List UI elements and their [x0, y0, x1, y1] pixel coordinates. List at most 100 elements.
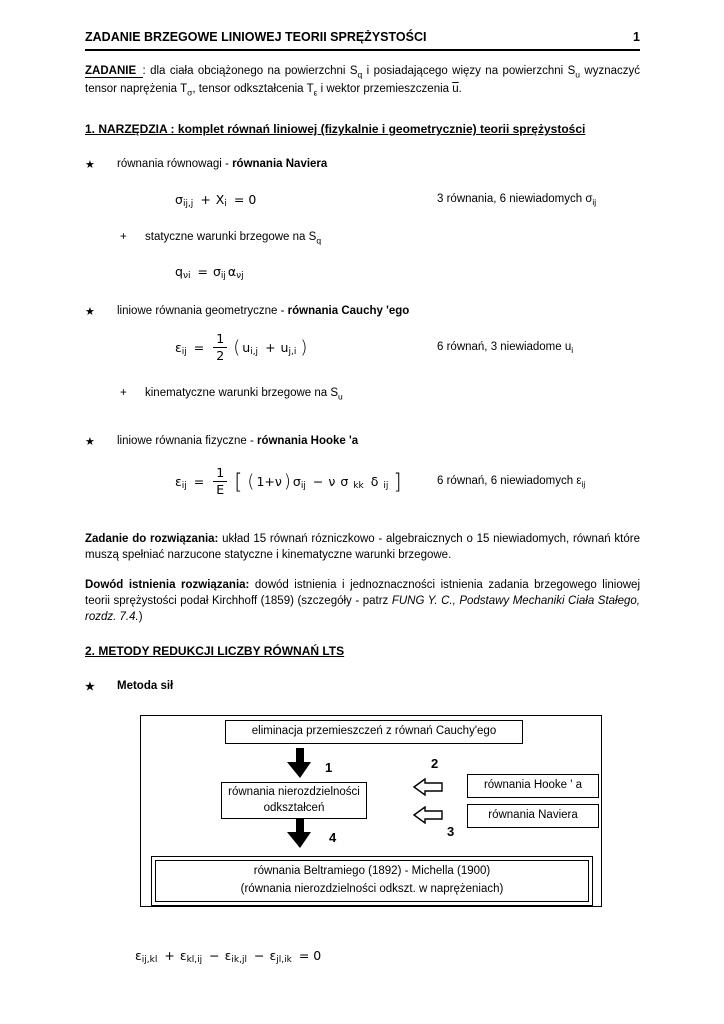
subscript: u [338, 391, 343, 402]
text-run-bold: równania Naviera [232, 158, 328, 171]
denominator: 2 [216, 348, 225, 364]
eq-term: ε [135, 948, 142, 964]
equation-note: 6 równań, 6 niewiadomych εij [437, 474, 585, 488]
text-run: statyczne warunki brzegowe na [145, 231, 309, 244]
text-run: i posiadającego więzy na powierzchni [362, 65, 568, 77]
document-title: ZADANIE BRZEGOWE LINIOWEJ TEORII SPRĘŻYS… [85, 30, 427, 44]
eq-term: σ [175, 192, 183, 208]
eq-term: ε [269, 948, 277, 964]
text-run: dowód istnienia i jednoznaczności istnie… [85, 578, 640, 608]
right-paren: ) [300, 337, 308, 359]
eq-term: σ [585, 193, 593, 206]
text-run: równania Beltramiego (1892) - Michella (… [253, 865, 491, 878]
text-run: równania równowagi - [117, 158, 233, 171]
equation-note: 3 równania, 6 niewiadomych σij [437, 193, 596, 207]
star-icon: ★ [85, 159, 95, 172]
text-run-bold: równania Cauchy 'ego [287, 305, 410, 318]
left-arrow-icon [412, 805, 443, 825]
section-2-title: 2. METODY REDUKCJI LICZBY RÓWNAŃ LTS [85, 644, 345, 659]
eq-term: q [175, 264, 183, 280]
box-elimination: eliminacja przemieszczeń z równań Cauchy… [225, 720, 523, 744]
bullet-hooke: ★ liniowe równania fizyczne - równania H… [85, 435, 640, 448]
subscript: ij [181, 480, 187, 491]
existence-proof-paragraph: Dowód istnienia rozwiązania: dowód istni… [85, 577, 640, 625]
bullet-cauchy: ★ liniowe równania geometryczne - równan… [85, 305, 640, 318]
eq-term: α [227, 264, 237, 280]
box-beltrami-michell-inner: równania Beltramiego (1892) - Michella (… [155, 860, 589, 902]
subscript: ij [383, 480, 389, 491]
eq-term: 1+ [256, 474, 275, 490]
text-run: odkształceń [263, 801, 325, 814]
eq-term: ε [175, 474, 182, 490]
bullet-text: liniowe równania fizyczne - równania Hoo… [117, 435, 358, 448]
subscript: ij [581, 478, 586, 489]
eq-term: δ [370, 474, 379, 490]
eq-term: X [215, 192, 225, 208]
plus-marker: + [120, 386, 127, 399]
bullet-method-of-forces: ★ Metoda sił [85, 680, 640, 693]
text-run-bold: Zadanie do rozwiązania: [85, 532, 219, 545]
numerator: 1 [213, 466, 228, 483]
symbol-u-bar: u [452, 83, 459, 96]
eq-term: σ [292, 474, 301, 490]
numerator: 1 [213, 332, 228, 349]
section-1-title: 1. NARZĘDZIA : komplet równań liniowej (… [85, 122, 586, 137]
text-run: liniowe równania geometryczne - [117, 305, 288, 318]
left-arrow-icon [412, 777, 443, 797]
left-bracket: [ [234, 469, 243, 494]
text-run: : dla ciała obciążonego na powierzchni [142, 65, 350, 77]
text-run: . [458, 83, 462, 96]
plus-marker: + [120, 231, 127, 244]
text-run: układ 15 równań rózniczkowo - algebraicz… [85, 532, 640, 561]
eq-term: u [242, 340, 251, 356]
text-run: 3 równania, 6 niewiadomych [437, 193, 586, 206]
equals: = [197, 264, 208, 280]
eq-term: σ [340, 474, 349, 490]
eq-term: σ [212, 264, 221, 280]
equals-rhs: = 0 [233, 192, 257, 208]
right-paren: ) [283, 471, 291, 493]
subscript: jl,ik [276, 954, 292, 965]
text-run: ) [138, 611, 143, 624]
symbol-t-epsilon: T [306, 83, 314, 96]
box-naviera: równania Naviera [467, 804, 599, 828]
step-label-3: 3 [447, 824, 455, 840]
symbol-sq: S [308, 231, 317, 244]
subscript: ij,kl [141, 954, 158, 965]
equation-note: 6 równań, 3 niewiadome ui [437, 341, 573, 355]
left-paren: ( [233, 337, 241, 359]
subscript: i,j [250, 346, 259, 357]
box-hooke: równania Hooke ' a [467, 774, 599, 798]
right-bracket: ] [393, 469, 402, 494]
text-run: 6 równań, 6 niewiadomych [437, 474, 577, 487]
page-number: 1 [633, 30, 640, 44]
eq-term: u [564, 340, 572, 353]
operator: + [164, 948, 175, 964]
subscript: j,i [288, 346, 297, 357]
sub-bullet-text: kinematyczne warunki brzegowe na Su [145, 387, 343, 401]
eq-term: ε [576, 474, 582, 487]
denominator: E [216, 482, 225, 498]
operator: − [209, 948, 220, 964]
text-run: , tensor odkształcenia [192, 83, 307, 96]
operator: + [200, 192, 211, 208]
solution-task-paragraph: Zadanie do rozwiązania: układ 15 równań … [85, 531, 640, 563]
equals-rhs: = 0 [298, 948, 322, 964]
eq-term: ε [179, 948, 187, 964]
task-label: ZADANIE [85, 65, 143, 78]
subscript: q [316, 235, 322, 246]
operator: − [312, 474, 324, 490]
eq-term: ε [224, 948, 232, 964]
